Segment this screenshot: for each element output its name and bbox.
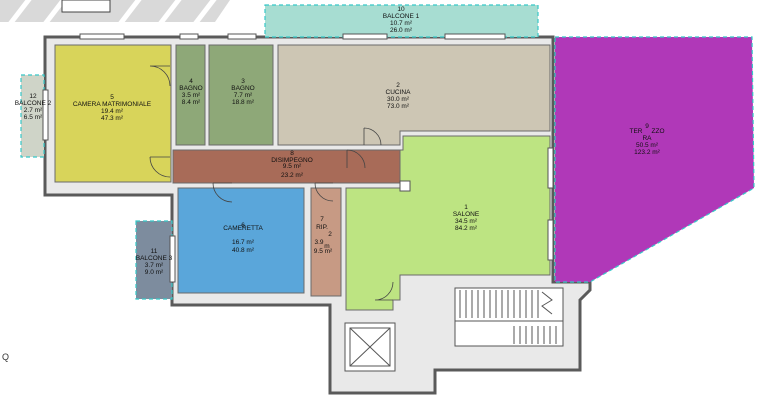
disimpegno-area-1: 9.5 m² bbox=[283, 163, 302, 170]
rip-area-1: 3.9 bbox=[314, 239, 323, 246]
bagno-3-name: BAGNO bbox=[231, 85, 254, 92]
rip-area-unit: m bbox=[324, 243, 329, 250]
label-cucina: 2 CUCINA 30.0 m² 73.0 m² bbox=[386, 82, 412, 110]
terrazzo-name-c: RA bbox=[642, 135, 652, 142]
camera-number: 5 bbox=[110, 94, 114, 101]
cucina-area-1: 30.0 m² bbox=[387, 96, 410, 103]
label-bagno-4: 4 BAGNO 3.5 m² 8.4 m² bbox=[179, 78, 202, 106]
label-bagno-3: 3 BAGNO 7.7 m² 18.8 m² bbox=[231, 78, 255, 106]
rip-number: 7 bbox=[320, 216, 324, 223]
label-balcone-3: 11 BALCONE 3 3.7 m² 9.0 m² bbox=[136, 248, 173, 276]
terrazzo-area-1: 50.5 m² bbox=[636, 142, 659, 149]
balcone-3-area-2: 9.0 m² bbox=[145, 269, 164, 276]
rip-superscript: 2 bbox=[328, 231, 332, 238]
disimpegno-number: 8 bbox=[290, 150, 294, 157]
terrazzo-number: 9 bbox=[645, 123, 649, 130]
balcone-3-number: 11 bbox=[151, 248, 158, 255]
camera-area-2: 47.3 m² bbox=[101, 115, 124, 122]
label-disimpegno: 8 DISIMPEGNO 9.5 m² 23.2 m² bbox=[271, 150, 313, 179]
bagno-3-area-1: 7.7 m² bbox=[234, 92, 253, 99]
rip-name: RIP. bbox=[316, 224, 328, 231]
label-ripostiglio: 7 RIP. 2 3.9 m 9.5 m² bbox=[314, 216, 333, 255]
room-balcone-3 bbox=[135, 220, 173, 300]
stairwell bbox=[454, 287, 564, 347]
cameretta-area-1: 16.7 m² bbox=[232, 239, 255, 246]
windows bbox=[42, 33, 554, 283]
room-ripostiglio bbox=[310, 187, 342, 297]
salone-area-1: 34.5 m² bbox=[455, 218, 478, 225]
balcone-3-area-1: 3.7 m² bbox=[145, 262, 164, 269]
balcone-1-number: 10 bbox=[397, 6, 405, 13]
disimpegno-area-2: 23.2 m² bbox=[281, 172, 304, 179]
room-cucina bbox=[277, 44, 551, 146]
room-bagno-3 bbox=[208, 44, 274, 146]
camera-name: CAMERA MATRIMONIALE bbox=[73, 101, 152, 108]
room-salone bbox=[345, 135, 551, 311]
salone-name: SALONE bbox=[453, 211, 480, 218]
room-camera-matrimoniale bbox=[54, 44, 172, 183]
terrazzo-name-b: ZZO bbox=[652, 128, 665, 135]
label-balcone-1: 10 BALCONE 1 10.7 m² 26.0 m² bbox=[383, 6, 420, 34]
bagno-4-area-1: 3.5 m² bbox=[182, 92, 201, 99]
door-swings bbox=[149, 65, 394, 301]
disimpegno-name: DISIMPEGNO bbox=[271, 157, 313, 164]
label-cameretta: 6 CAMERETTA 16.7 m² 40.8 m² bbox=[223, 222, 263, 254]
corner-marker: Q bbox=[2, 352, 9, 362]
cucina-area-2: 73.0 m² bbox=[387, 103, 410, 110]
salone-area-2: 84.2 m² bbox=[455, 225, 478, 232]
room-bagno-4 bbox=[175, 44, 206, 146]
balcone-2-area-1: 2.7 m² bbox=[24, 107, 43, 114]
bagno-4-number: 4 bbox=[189, 78, 193, 85]
balcone-2-number: 12 bbox=[29, 93, 37, 100]
balcone-1-name: BALCONE 1 bbox=[383, 13, 420, 20]
terrazzo-area-2: 123.2 m² bbox=[634, 149, 660, 156]
room-balcone-1 bbox=[264, 4, 539, 38]
salone-number: 1 bbox=[464, 204, 468, 211]
room-disimpegno bbox=[172, 149, 402, 184]
label-balcone-2: 12 BALCONE 2 2.7 m² 6.5 m² bbox=[15, 93, 52, 121]
balcone-1-area-1: 10.7 m² bbox=[390, 20, 413, 27]
camera-area-1: 19.4 m² bbox=[101, 108, 124, 115]
bagno-4-name: BAGNO bbox=[179, 85, 202, 92]
neighbour-hatch bbox=[0, 0, 230, 22]
balcone-3-name: BALCONE 3 bbox=[136, 255, 173, 262]
cucina-number: 2 bbox=[396, 82, 400, 89]
bagno-3-number: 3 bbox=[241, 78, 245, 85]
bagno-3-area-2: 18.8 m² bbox=[232, 99, 255, 106]
label-salone: 1 SALONE 34.5 m² 84.2 m² bbox=[453, 204, 480, 232]
balcone-2-area-2: 6.5 m² bbox=[24, 114, 43, 121]
rip-area-2: 9.5 m² bbox=[314, 248, 333, 255]
room-cameretta bbox=[177, 187, 305, 294]
balcone-1-area-2: 26.0 m² bbox=[390, 27, 413, 34]
elevator-shaft bbox=[344, 322, 396, 372]
bagno-4-area-2: 8.4 m² bbox=[182, 99, 201, 106]
cucina-name: CUCINA bbox=[386, 89, 412, 96]
neighbour-window bbox=[61, 0, 111, 13]
terrazzo-name-a: TER bbox=[630, 128, 643, 135]
cameretta-number: 6 bbox=[241, 222, 245, 229]
balcone-2-name: BALCONE 2 bbox=[15, 100, 52, 107]
label-camera: 5 CAMERA MATRIMONIALE 19.4 m² 47.3 m² bbox=[73, 94, 152, 122]
room-terrazzo bbox=[554, 36, 755, 283]
cameretta-area-2: 40.8 m² bbox=[232, 247, 255, 254]
cameretta-name: CAMERETTA bbox=[223, 225, 263, 232]
label-terrazzo: 9 TER ZZO RA 50.5 m² 123.2 m² bbox=[630, 123, 665, 156]
